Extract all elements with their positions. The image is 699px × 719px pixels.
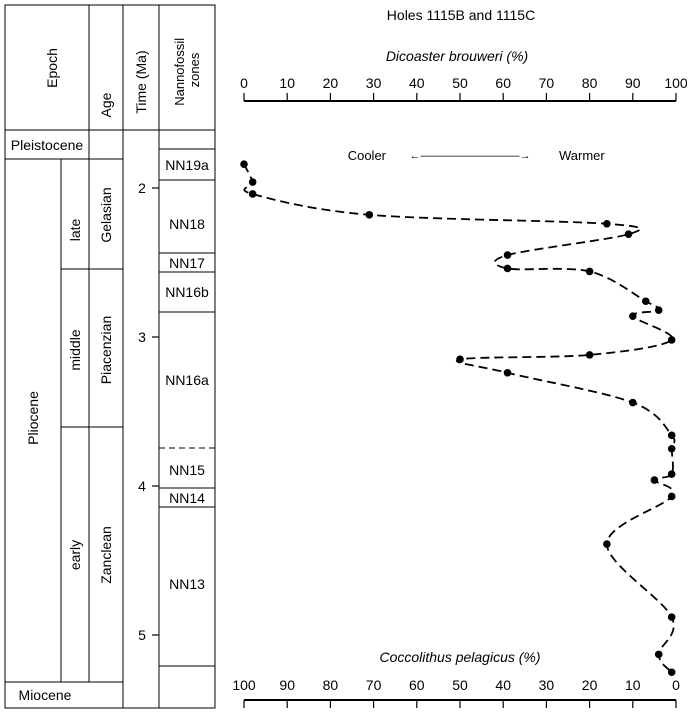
epoch-miocene: Miocene — [19, 687, 72, 703]
top-axis-tick-label: 20 — [323, 75, 339, 91]
zone-nn16a: NN16a — [165, 372, 209, 388]
data-point — [365, 211, 374, 219]
data-point — [667, 492, 676, 501]
top-axis-tick-label: 100 — [664, 75, 688, 91]
bottom-axis-tick-label: 90 — [279, 677, 295, 693]
bottom-axis-tick-label: 80 — [323, 677, 339, 693]
data-point — [667, 431, 676, 440]
data-point — [585, 267, 594, 276]
time-axis-tick-label: 4 — [138, 478, 146, 494]
data-point — [503, 251, 512, 259]
header-zones-line1: Nannofossil — [172, 38, 187, 106]
data-point — [641, 297, 650, 306]
data-point — [624, 230, 633, 238]
series-points — [240, 160, 676, 677]
top-axis-ticks: 0 10 20 30 40 50 60 70 80 90 100 — [240, 75, 688, 101]
annotation-warmer: Warmer — [559, 148, 605, 163]
data-point — [654, 650, 663, 659]
chart-title: Holes 1115B and 1115C — [387, 7, 535, 23]
header-zones: Nannofossil zones — [172, 34, 202, 106]
top-axis-label: Dicoaster brouweri (%) — [386, 48, 528, 64]
subepoch-late: late — [67, 219, 83, 242]
time-axis-tick-label: 5 — [138, 627, 146, 643]
bottom-axis-tick-label: 20 — [582, 677, 598, 693]
bottom-axis-tick-label: 0 — [672, 677, 680, 693]
time-axis-tick-label: 2 — [138, 180, 146, 196]
zone-nn15: NN15 — [169, 462, 205, 478]
top-axis-tick-label: 10 — [279, 75, 295, 91]
age-gelasian: Gelasian — [98, 187, 114, 242]
header-zones-line2: zones — [187, 52, 202, 87]
top-axis-tick-label: 40 — [409, 75, 425, 91]
top-axis-tick-label: 60 — [495, 75, 511, 91]
top-axis-tick-label: 90 — [625, 75, 641, 91]
data-point — [629, 312, 637, 320]
subepoch-middle: middle — [67, 329, 83, 370]
bottom-axis-tick-label: 100 — [232, 677, 256, 693]
bottom-axis-tick-label: 60 — [409, 677, 425, 693]
zone-nn18: NN18 — [169, 216, 205, 232]
data-point — [248, 190, 257, 198]
bottom-axis-tick-label: 40 — [495, 677, 511, 693]
data-point — [667, 668, 676, 677]
top-axis-tick-label: 0 — [240, 75, 248, 91]
data-point — [456, 355, 464, 364]
time-axis: 2 3 4 5 — [138, 180, 159, 643]
header-epoch: Epoch — [44, 48, 60, 88]
table-border — [4, 4, 216, 709]
data-point — [654, 306, 663, 314]
bottom-axis-tick-label: 70 — [366, 677, 382, 693]
header-age: Age — [98, 92, 114, 117]
epoch-pleistocene: Pleistocene — [11, 137, 84, 153]
data-point — [667, 470, 676, 478]
annotation-cooler: Cooler — [348, 148, 387, 163]
data-point — [650, 476, 659, 484]
data-point — [603, 540, 611, 548]
data-point — [503, 264, 512, 273]
zone-nn14: NN14 — [169, 490, 205, 506]
data-point — [629, 398, 637, 407]
zone-nn19a: NN19a — [165, 157, 209, 173]
data-point — [603, 219, 611, 228]
age-zanclean: Zanclean — [98, 526, 114, 584]
subepoch-early: early — [67, 540, 83, 570]
top-axis-tick-label: 50 — [452, 75, 468, 91]
epoch-pliocene: Pliocene — [25, 391, 41, 445]
data-point — [248, 178, 257, 186]
series-line — [243, 163, 676, 673]
data-point — [503, 368, 512, 377]
top-axis-tick-label: 30 — [366, 75, 382, 91]
data-point — [240, 160, 248, 168]
top-axis-tick-label: 70 — [539, 75, 555, 91]
bottom-axis-tick-label: 30 — [539, 677, 555, 693]
data-point — [667, 613, 676, 621]
header-time: Time (Ma) — [133, 50, 149, 113]
data-point — [585, 351, 594, 359]
bottom-axis-label: Coccolithus pelagicus (%) — [379, 649, 540, 665]
zone-nn17: NN17 — [169, 255, 205, 271]
annotation-arrow: ←—————————→ — [410, 150, 531, 162]
time-axis-tick-label: 3 — [138, 329, 146, 345]
stratigraphy-table: Epoch Age Time (Ma) Nannofossil zones Pl… — [4, 4, 216, 709]
data-point — [667, 444, 676, 453]
top-axis-tick-label: 80 — [582, 75, 598, 91]
age-piacenzian: Piacenzian — [98, 316, 114, 385]
bottom-axis-tick-label: 10 — [625, 677, 641, 693]
bottom-axis-tick-label: 50 — [452, 677, 468, 693]
data-point — [667, 336, 676, 344]
zone-nn16b: NN16b — [165, 284, 209, 300]
zone-nn13: NN13 — [169, 576, 205, 592]
